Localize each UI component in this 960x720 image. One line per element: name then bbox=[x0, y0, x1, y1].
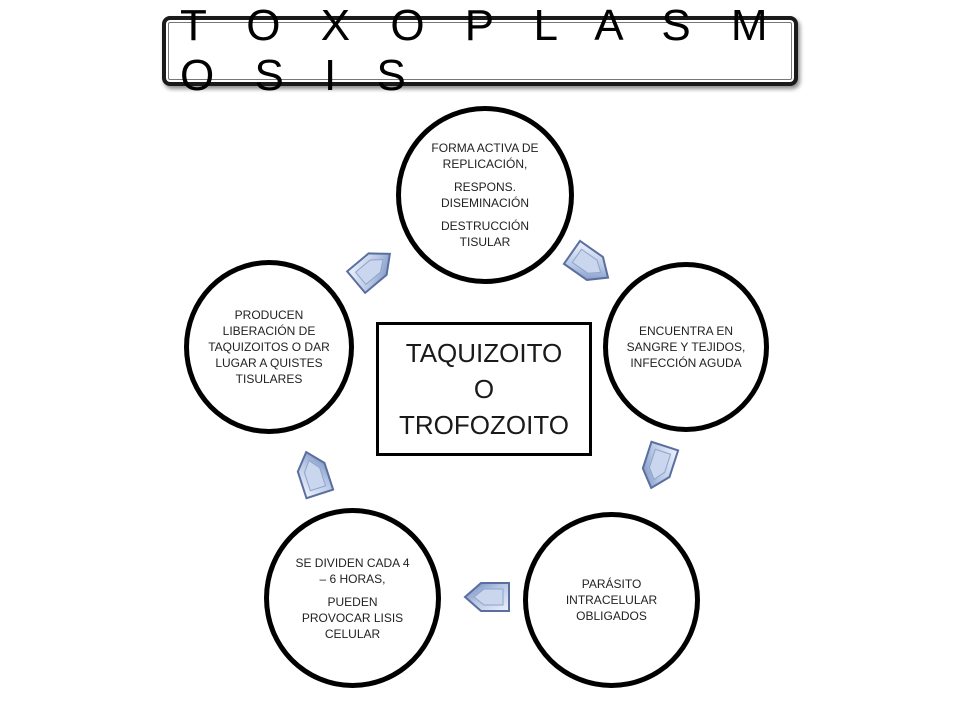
node-2-text: ENCUENTRA EN SANGRE Y TEJIDOS, INFECCIÓN… bbox=[626, 324, 746, 370]
cycle-arrow-4 bbox=[463, 582, 510, 612]
cycle-node-4: SE DIVIDEN CADA 4 – 6 HORAS, PUEDEN PROV… bbox=[264, 508, 441, 688]
node-4-text-2: PUEDEN PROVOCAR LISIS CELULAR bbox=[301, 594, 404, 641]
node-1-text-3: DESTRUCCIÓN TISULAR bbox=[440, 219, 529, 249]
node-3-text: PARÁSITO INTRACELULAR OBLIGADOS bbox=[565, 577, 658, 623]
center-line-2: O bbox=[473, 374, 495, 404]
cycle-arrow-2 bbox=[562, 239, 610, 281]
cycle-arrow-1 bbox=[345, 252, 392, 295]
cycle-node-1: FORMA ACTIVA DE REPLICACIÓN, RESPONS. DI… bbox=[396, 106, 574, 284]
center-line-3: TROFOZOITO bbox=[399, 410, 569, 440]
title-banner: T O X O P L A S M O S I S bbox=[162, 1, 798, 100]
node-5-text: PRODUCEN LIBERACIÓN DE TAQUIZOITOS O DAR… bbox=[208, 308, 330, 386]
cycle-arrow-3 bbox=[641, 440, 680, 490]
cycle-node-3: PARÁSITO INTRACELULAR OBLIGADOS bbox=[523, 512, 700, 688]
diagram-title: T O X O P L A S M O S I S bbox=[180, 1, 782, 100]
cycle-arrow-5 bbox=[296, 450, 335, 500]
center-label-box: TAQUIZOITO O TROFOZOITO bbox=[376, 322, 592, 456]
cycle-node-2: ENCUENTRA EN SANGRE Y TEJIDOS, INFECCIÓN… bbox=[603, 262, 769, 432]
node-1-text-1: FORMA ACTIVA DE REPLICACIÓN, bbox=[431, 141, 539, 171]
cycle-node-5: PRODUCEN LIBERACIÓN DE TAQUIZOITOS O DAR… bbox=[184, 260, 354, 434]
node-1-text-2: RESPONS. DISEMINACIÓN bbox=[440, 180, 529, 210]
node-4-text-1: SE DIVIDEN CADA 4 – 6 HORAS, bbox=[295, 555, 410, 586]
center-line-1: TAQUIZOITO bbox=[405, 338, 563, 368]
